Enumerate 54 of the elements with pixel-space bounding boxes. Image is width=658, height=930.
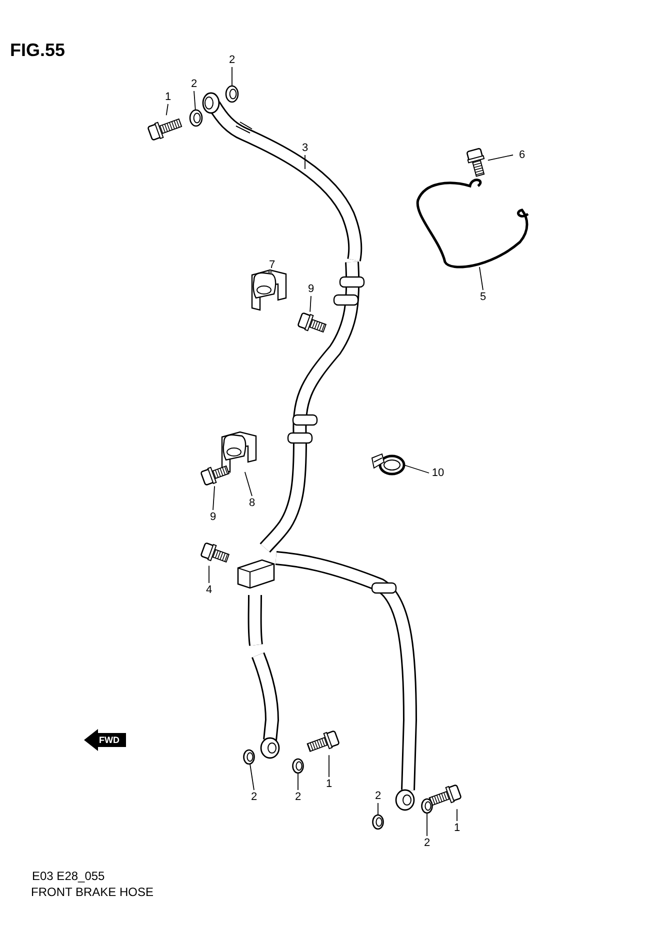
bolt-drawing	[297, 312, 327, 333]
leader-line	[488, 154, 514, 161]
leader-line	[426, 812, 428, 836]
hose-clamp-bracket-drawing	[251, 269, 287, 311]
drawing-code: E03 E28_055	[32, 870, 105, 883]
leader-line	[304, 154, 306, 170]
leader-line	[194, 90, 196, 110]
washer-drawing	[243, 749, 255, 765]
callout-number: 10	[430, 467, 446, 479]
bolt-drawing	[200, 542, 230, 563]
callout-number: 2	[419, 837, 435, 849]
callout-number: 2	[186, 78, 202, 90]
wire-clamp-drawing	[416, 178, 529, 268]
brake-hose-drawing	[202, 92, 362, 262]
banjo-bolt-drawing	[428, 784, 462, 806]
callout-number: 8	[244, 497, 260, 509]
leader-line	[310, 296, 312, 312]
leader-line	[456, 808, 458, 822]
callout-number: 3	[297, 142, 313, 154]
callout-number: 1	[449, 822, 465, 834]
hose-clamp-drawing	[372, 453, 406, 476]
callout-number: 9	[205, 511, 221, 523]
callout-number: 2	[224, 54, 240, 66]
figure-caption: FRONT BRAKE HOSE	[31, 886, 154, 899]
callout-number: 2	[246, 791, 262, 803]
callout-number: 7	[264, 259, 280, 271]
callout-number: 2	[370, 790, 386, 802]
callout-number: 1	[321, 778, 337, 790]
callout-number: 6	[514, 149, 530, 161]
leader-line	[479, 266, 484, 290]
leader-line	[212, 486, 215, 510]
callout-number: 2	[290, 791, 306, 803]
leader-line	[166, 104, 168, 116]
callout-number: 1	[160, 91, 176, 103]
bolt-drawing	[466, 148, 485, 177]
direction-label: FWD	[99, 735, 120, 745]
washer-drawing	[421, 798, 433, 814]
leader-line	[244, 472, 252, 496]
washer-drawing	[372, 814, 384, 830]
banjo-bolt-drawing	[306, 730, 340, 752]
callout-number: 4	[201, 584, 217, 596]
leader-line	[250, 764, 254, 790]
figure-title: FIG.55	[10, 40, 66, 61]
callout-number: 9	[303, 283, 319, 295]
leader-line	[404, 464, 430, 474]
hose-clamp-bracket-drawing	[221, 431, 257, 473]
bolt-drawing	[200, 465, 230, 486]
callout-number: 5	[475, 291, 491, 303]
banjo-bolt-drawing	[147, 118, 182, 141]
washer-drawing	[292, 758, 304, 774]
washer-drawing	[225, 85, 239, 103]
leader-line	[208, 565, 210, 584]
washer-drawing	[189, 109, 203, 127]
leader-line	[328, 754, 330, 778]
